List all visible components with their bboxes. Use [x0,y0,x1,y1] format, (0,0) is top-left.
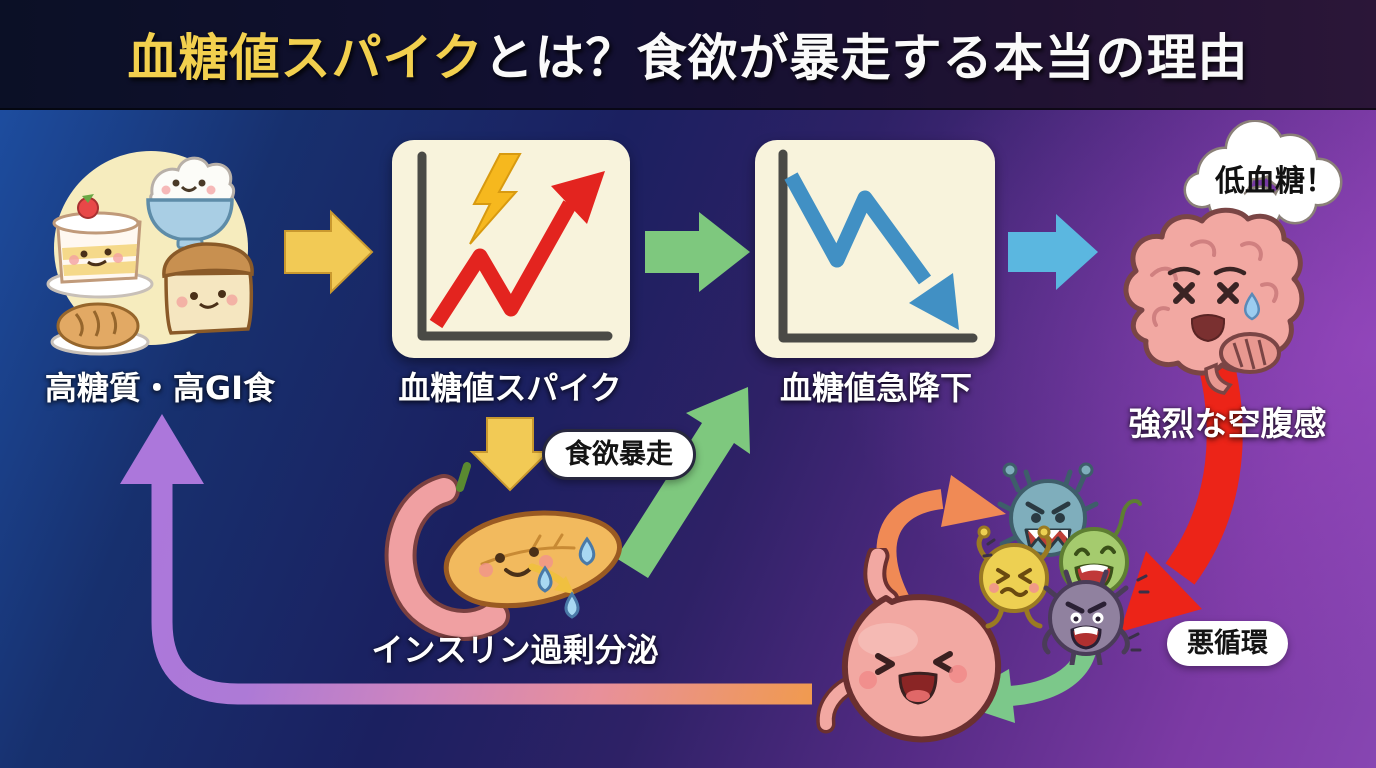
insulin-label: インスリン過剰分泌 [371,631,659,669]
drop-chart-icon [778,149,978,343]
germ-yellow [976,525,1052,629]
debris-marks [982,538,1150,652]
title-bar: 血糖値スパイクとは？食欲が暴走する本当の理由 [0,0,1376,110]
bread-loaf-icon [162,242,254,335]
page-title: 血糖値スパイクとは？食欲が暴走する本当の理由 [128,18,1249,90]
spike-chart-icon [417,151,613,341]
thought-text: 低血糖！ [1215,164,1335,199]
spike-label: 血糖値スパイク [398,369,622,407]
food-label: 高糖質・高GI食 [44,369,276,407]
brain-eyes [1173,282,1239,304]
arrow-drop-to-brain [1008,214,1098,290]
hunger-label: 強烈な空腹感 [1128,404,1327,443]
stem [456,462,471,492]
pancreas-icon [384,462,622,641]
bread-roll-icon [50,302,150,356]
stomach-eyes [875,651,953,675]
germ-purple [1042,569,1130,665]
cycle-badge: 悪循環 [1167,621,1288,666]
spike-chart-card [392,140,630,358]
food-icon [46,151,254,356]
rice-bowl-icon [146,156,236,250]
drop-label: 血糖値急降下 [779,369,972,407]
cake-slice-icon [46,194,154,299]
brain-icon [1123,207,1305,395]
title-rest: とは？食欲が暴走する本当の理由 [483,29,1249,87]
arrow-stomach-to-germs [876,475,1006,605]
arrow-spike-to-pancreas [469,417,551,492]
germ-teal [997,462,1099,557]
appetite-badge: 食欲暴走 [542,429,696,480]
title-highlight: 血糖値スパイク [127,29,484,87]
drop-chart-card [755,140,995,358]
arrow-loop-back [120,414,812,705]
insulin-drops-icon [537,536,596,619]
sweat-drop-icon [1244,291,1260,321]
arrow-spike-to-drop [645,212,750,292]
stomach-icon [816,548,1002,743]
cerebellum [1219,332,1281,374]
arrow-pancreas-to-drop [616,387,750,578]
arrow-food-to-spike [284,209,374,295]
secretion-arrow [528,563,574,594]
lightning-icon [469,153,522,245]
germ-monsters-icon [976,462,1150,665]
